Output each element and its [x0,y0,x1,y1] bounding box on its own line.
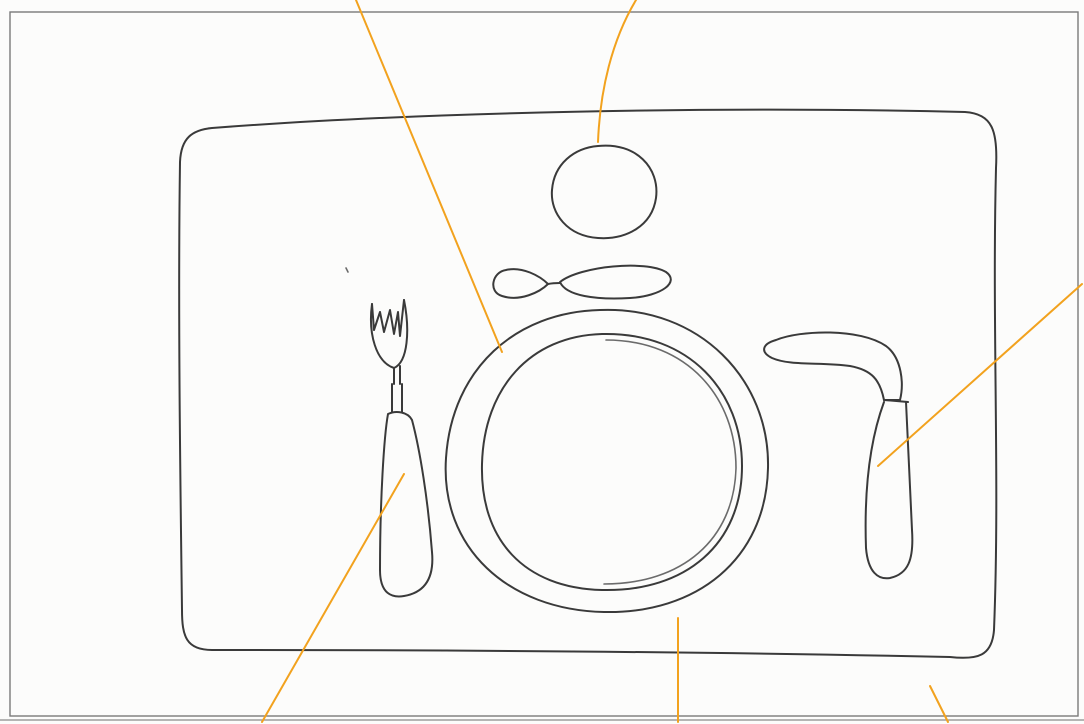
fork-callout [262,474,404,722]
plate-rim-callout [356,0,502,352]
cup-callout [598,0,636,142]
cup [552,146,657,239]
spoon [493,266,671,299]
plate [446,310,768,612]
pencil-mark [346,268,348,272]
fork [371,300,432,596]
paper-frame [10,12,1078,716]
placemat [179,110,996,658]
knife-callout [878,284,1082,466]
